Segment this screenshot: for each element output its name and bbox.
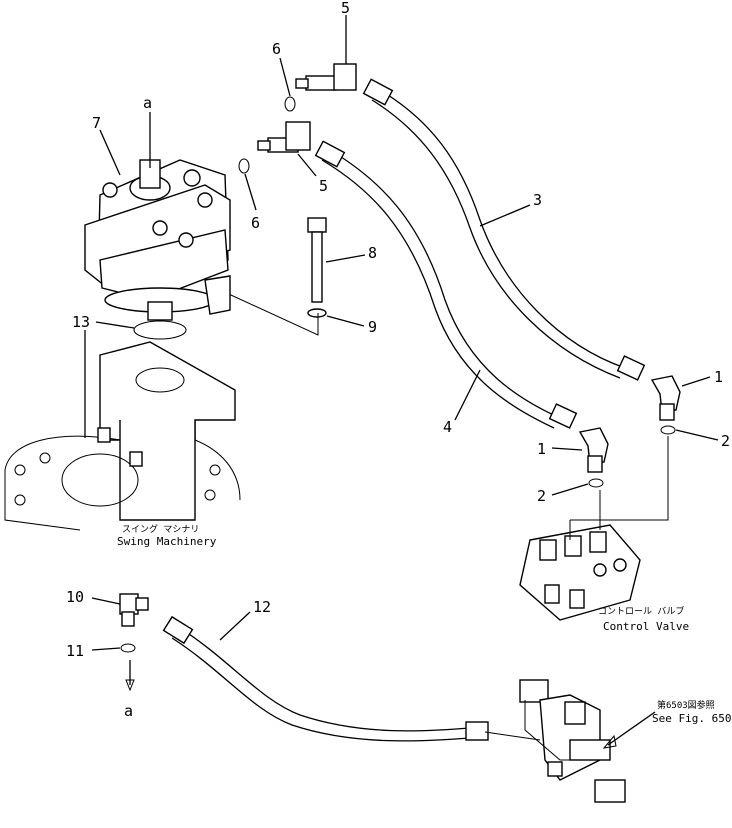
hose-3 [362, 78, 646, 381]
hose-12 [162, 615, 489, 742]
elbow-1-right [650, 375, 681, 421]
control-valve-jp-label: コントロール バルブ [598, 605, 684, 617]
o-ring-6-lower [238, 158, 250, 174]
callout-13: 13 [72, 313, 90, 331]
bolt-leader [219, 289, 319, 336]
o-ring-6-upper [284, 96, 296, 112]
o-ring-11 [120, 643, 136, 653]
callout-9: 9 [368, 318, 377, 336]
callout-1b: 1 [537, 440, 546, 458]
swing-machinery [4, 341, 241, 531]
hose-4 [314, 140, 578, 429]
callout-11: 11 [66, 642, 84, 660]
callout-4: 4 [443, 418, 452, 436]
callout-3: 3 [533, 191, 542, 209]
callout-1a: 1 [714, 368, 723, 386]
callout-7: 7 [92, 114, 101, 132]
ref-a-top: a [143, 94, 152, 112]
control-valve-label: Control Valve [603, 620, 689, 633]
elbow-1-left [578, 427, 609, 473]
washer-9 [307, 308, 327, 318]
leader-lines [84, 15, 719, 749]
callout-2a: 2 [721, 432, 730, 450]
elbow-10 [119, 593, 149, 627]
callout-2b: 2 [537, 487, 546, 505]
callout-10: 10 [66, 588, 84, 606]
bolt-8 [307, 217, 327, 303]
see-fig-label: See Fig. 6503 [652, 712, 732, 725]
callout-8: 8 [368, 244, 377, 262]
manifold-block [484, 679, 626, 803]
callout-12: 12 [253, 598, 271, 616]
ref-a-bottom: a [124, 702, 133, 720]
elbow-5-lower [257, 121, 311, 153]
o-ring-2-right [660, 425, 676, 435]
callout-5b: 5 [319, 177, 328, 195]
elbow-5-upper [295, 63, 357, 91]
see-fig-jp-label: 第6503図参照 [657, 699, 715, 711]
swing-machinery-label: Swing Machinery [117, 535, 217, 548]
swing-machinery-jp-label: スイング マシナリ [122, 523, 199, 535]
callout-6b: 6 [251, 214, 260, 232]
callout-6a: 6 [272, 40, 281, 58]
control-valve [519, 436, 669, 621]
o-ring-2-left [588, 478, 604, 488]
o-ring-13 [133, 320, 187, 340]
swing-motor [84, 159, 231, 321]
callout-5a: 5 [341, 0, 350, 17]
